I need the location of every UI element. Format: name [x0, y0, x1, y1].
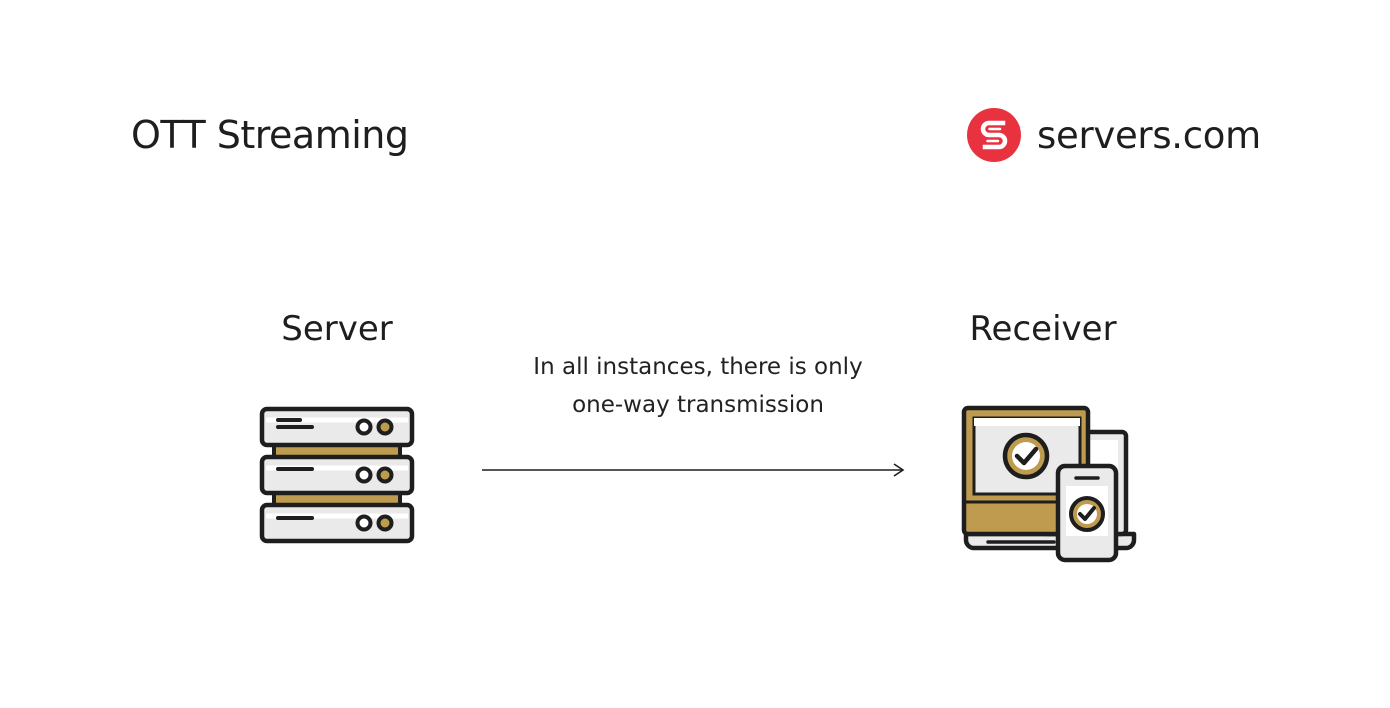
connection-caption: In all instances, there is only one-way … [470, 348, 926, 424]
server-unit-1 [259, 406, 415, 448]
server-unit-3 [259, 502, 415, 544]
brand-logo: servers.com [967, 108, 1261, 162]
check-badge-large [1002, 432, 1050, 480]
server-unit-2 [259, 454, 415, 496]
caption-line-2: one-way transmission [572, 392, 824, 418]
page-title: OTT Streaming [131, 113, 409, 157]
server-rack-icon [259, 406, 415, 544]
receiver-label: Receiver [969, 309, 1117, 349]
arrow-right-icon [482, 463, 905, 477]
servers-com-logo-icon [967, 108, 1021, 162]
check-badge-small [1069, 496, 1105, 532]
server-label: Server [281, 309, 393, 349]
devices-icon [961, 405, 1137, 563]
caption-line-1: In all instances, there is only [533, 354, 863, 380]
brand-name: servers.com [1037, 113, 1261, 157]
